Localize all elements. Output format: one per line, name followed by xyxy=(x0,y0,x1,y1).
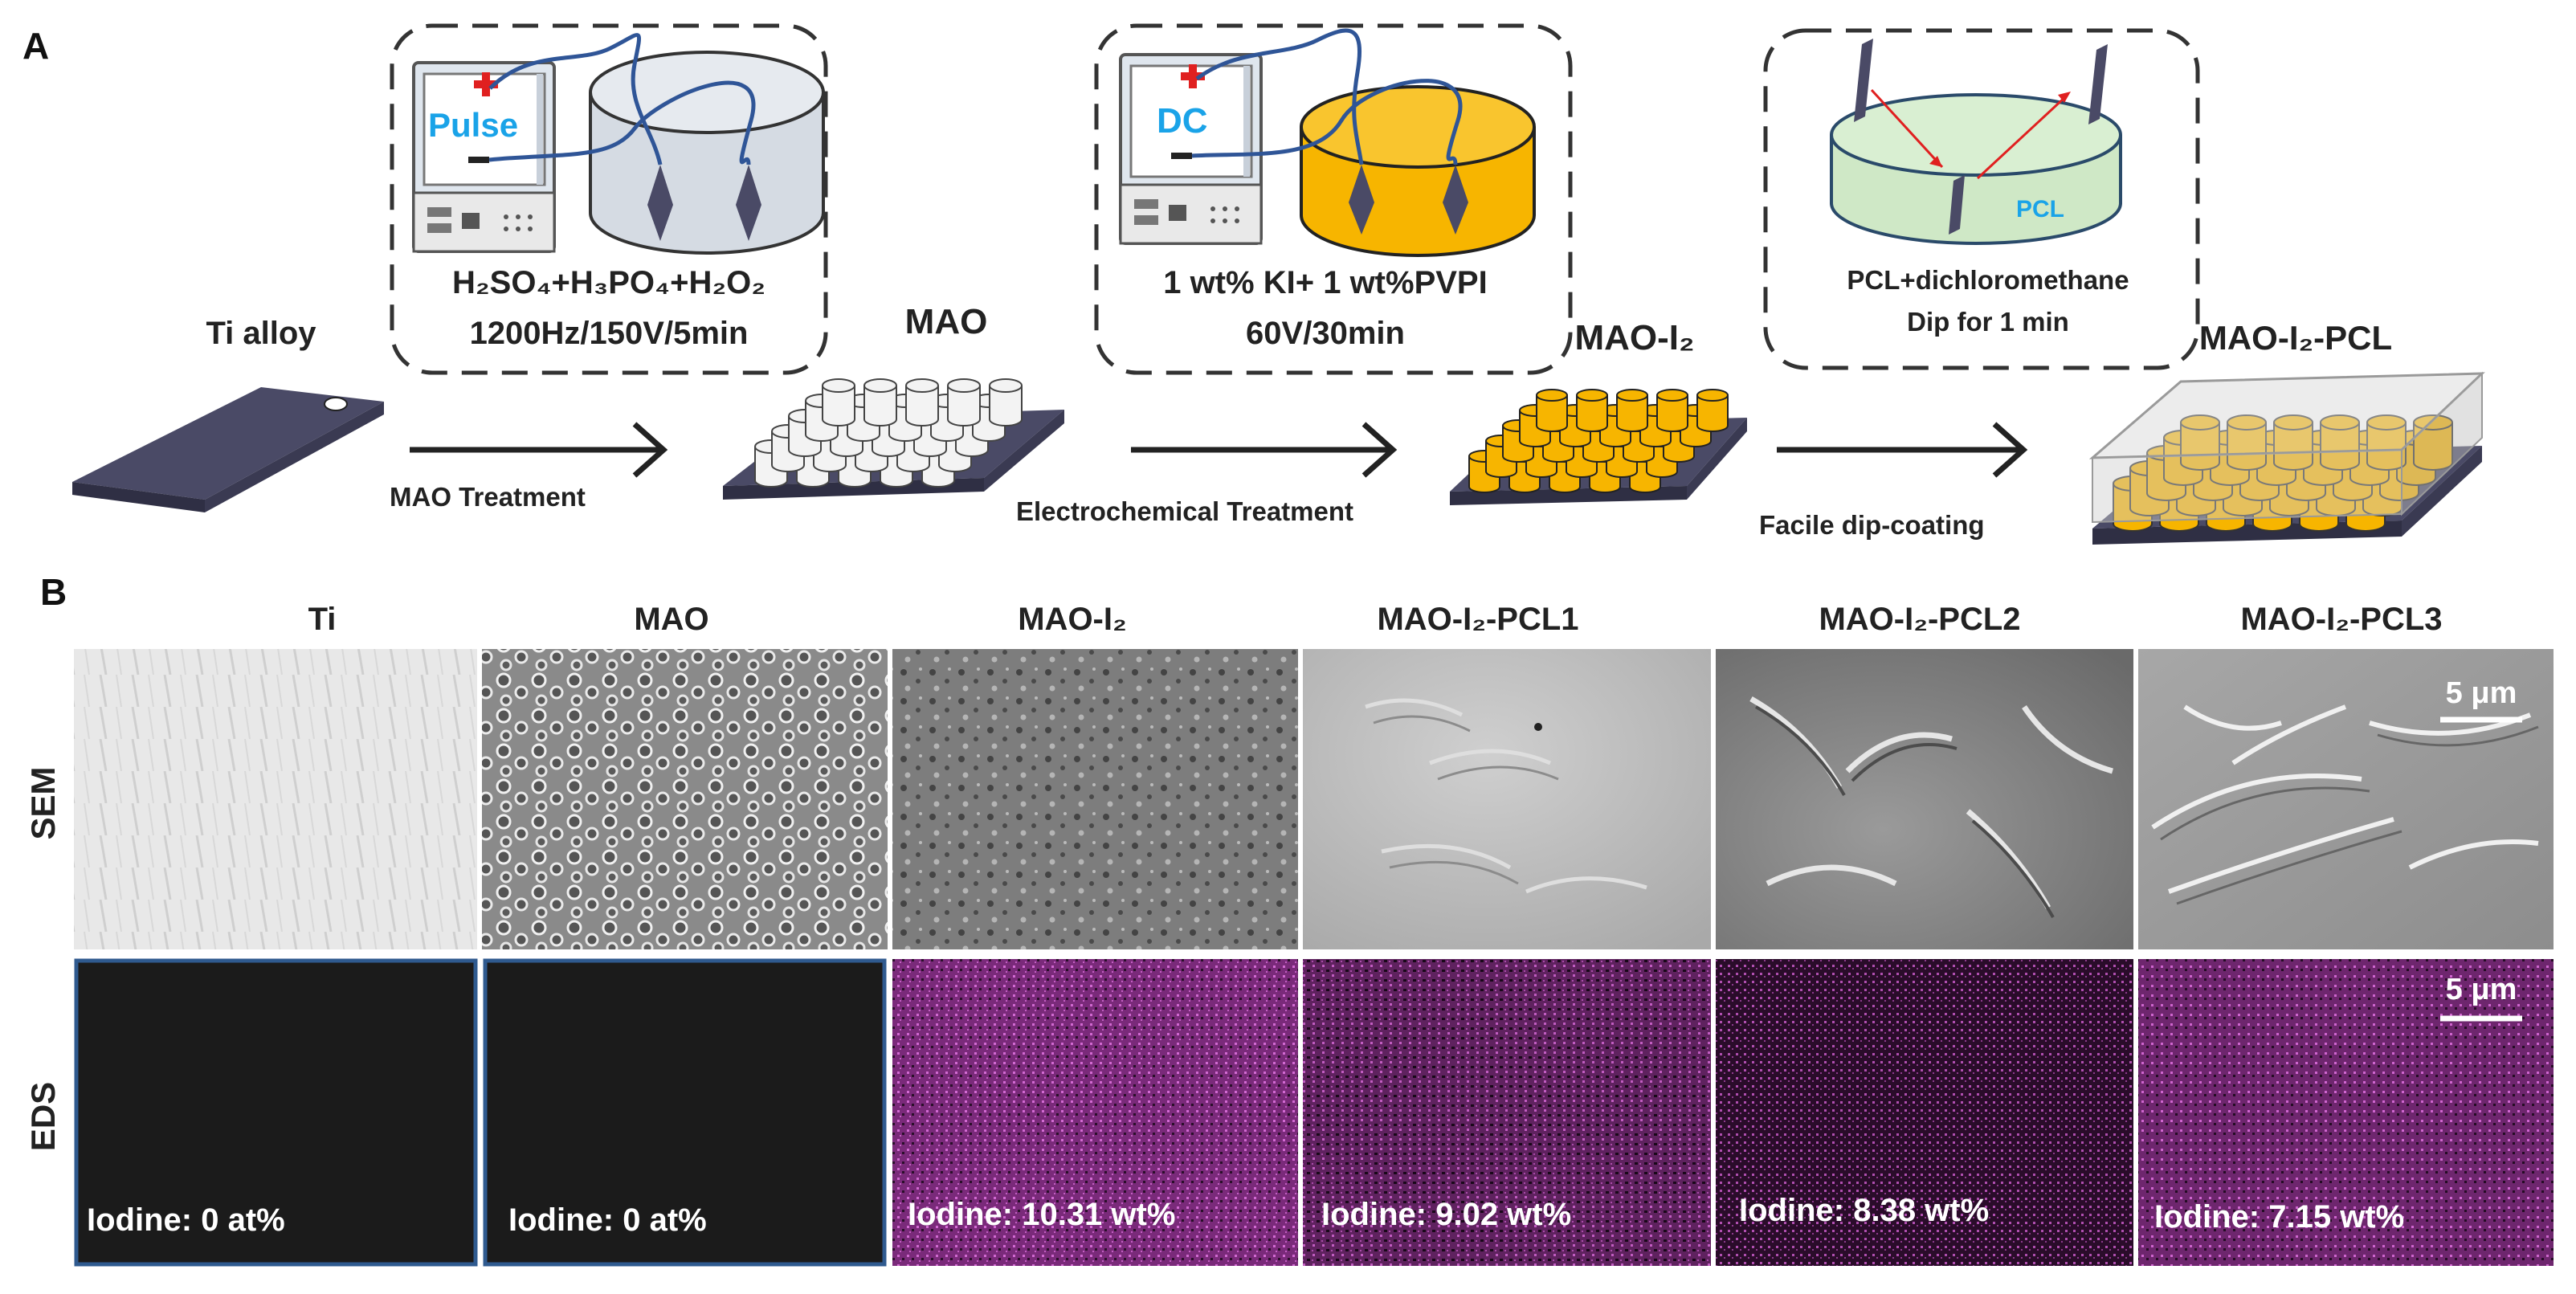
stage-label-ti: Ti alloy xyxy=(206,316,316,351)
gold-pillar xyxy=(1536,389,1568,432)
pcl-bath xyxy=(1830,39,2122,245)
wire-positive-1 xyxy=(488,33,663,165)
eds-map-mao xyxy=(483,958,887,1267)
sem-image-ti xyxy=(74,649,477,949)
eds-map-mao-i2-pcl3 xyxy=(2138,959,2554,1266)
gold-pillar xyxy=(1616,389,1648,432)
device-label-pulse: Pulse xyxy=(428,106,518,144)
arrow-dip-coating xyxy=(1777,422,2028,478)
step2-dashed-frame xyxy=(1094,23,1573,375)
wire-negative-1 xyxy=(488,80,756,165)
mao-pillars xyxy=(754,378,1023,488)
scale-label-eds: 5 μm xyxy=(2446,973,2517,1006)
column-title-mao-i2-pcl2: MAO-I₂-PCL2 xyxy=(1819,602,2020,637)
eds-map-mao-i2 xyxy=(892,959,1298,1266)
column-title-mao: MAO xyxy=(634,602,708,637)
bath-label-pcl: PCL xyxy=(2016,196,2064,222)
arrow-label-electrochemical: Electrochemical Treatment xyxy=(1016,496,1353,526)
device-label-dc: DC xyxy=(1157,101,1208,141)
eds-map-mao-i2-pcl1 xyxy=(1303,959,1711,1266)
panel-b-letter: B xyxy=(40,571,67,613)
step1-dashed-frame xyxy=(390,23,828,375)
column-title-ti: Ti xyxy=(308,602,337,637)
gold-pillar xyxy=(1696,389,1729,432)
step2-conditions-line1: 1 wt% KI+ 1 wt%PVPI xyxy=(1163,265,1487,300)
step3-conditions-line1: PCL+dichloromethane xyxy=(1847,265,2129,295)
step3-dashed-frame xyxy=(1763,28,2200,370)
eds-iodine-mao-i2: Iodine: 10.31 wt% xyxy=(908,1197,1175,1232)
eds-map-mao-i2-pcl2 xyxy=(1716,959,2133,1266)
step3-conditions-line2: Dip for 1 min xyxy=(1907,307,2069,337)
mao-i2-pcl-pillars xyxy=(2113,414,2453,532)
stage-label-mao-i2: MAO-I₂ xyxy=(1574,318,1694,357)
mao-i2-pillars xyxy=(1468,389,1729,493)
step1-conditions-line2: 1200Hz/150V/5min xyxy=(470,316,749,351)
mao-pillar xyxy=(989,378,1023,427)
sem-image-mao xyxy=(482,649,888,949)
column-title-mao-i2-pcl3: MAO-I₂-PCL3 xyxy=(2240,602,2442,637)
eds-iodine-ti: Iodine: 0 at% xyxy=(87,1202,285,1238)
stage-label-mao: MAO xyxy=(905,302,988,341)
mao-pillar xyxy=(947,378,981,427)
sem-image-mao-i2-pcl1 xyxy=(1303,649,1711,949)
eds-iodine-mao-i2-pcl2: Iodine: 8.38 wt% xyxy=(1739,1193,1989,1228)
pcl-coating-layer xyxy=(2088,371,2485,524)
mao-pillar xyxy=(822,378,855,427)
column-title-mao-i2-pcl1: MAO-I₂-PCL1 xyxy=(1377,602,1578,637)
mao-pillar xyxy=(905,378,939,427)
column-title-mao-i2: MAO-I₂ xyxy=(1018,602,1127,637)
panel-a-letter: A xyxy=(22,25,49,67)
dc-power-supply xyxy=(1119,53,1263,245)
electrolyte-bath-1 xyxy=(589,51,825,255)
gold-pillar xyxy=(1576,389,1608,432)
pulse-power-supply xyxy=(412,61,556,253)
sem-image-mao-i2-pcl2 xyxy=(1716,649,2133,949)
row-label-sem: SEM xyxy=(24,766,62,839)
sem-image-mao-i2-pcl3 xyxy=(2138,649,2554,949)
arrow-label-dip-coating: Facile dip-coating xyxy=(1759,510,1985,540)
ti-alloy-plate xyxy=(72,387,384,512)
wire-positive-2 xyxy=(1195,28,1364,165)
step1-conditions-line1: H₂SO₄+H₃PO₄+H₂O₂ xyxy=(452,265,765,300)
gold-pillar xyxy=(1656,389,1688,432)
step2-conditions-line2: 60V/30min xyxy=(1246,316,1405,351)
mao-pillar xyxy=(863,378,897,427)
scale-label-sem: 5 μm xyxy=(2446,676,2517,710)
arrow-label-mao-treatment: MAO Treatment xyxy=(390,482,586,512)
eds-iodine-mao: Iodine: 0 at% xyxy=(508,1202,707,1238)
electrolyte-bath-2 xyxy=(1300,85,1536,257)
eds-iodine-mao-i2-pcl1: Iodine: 9.02 wt% xyxy=(1321,1197,1571,1232)
stage-label-mao-i2-pcl: MAO-I₂-PCL xyxy=(2199,319,2392,357)
sem-image-mao-i2 xyxy=(892,649,1298,949)
arrow-mao-treatment xyxy=(410,422,668,478)
eds-map-ti xyxy=(74,958,478,1267)
arrow-electrochemical-treatment xyxy=(1131,422,1398,478)
eds-iodine-mao-i2-pcl3: Iodine: 7.15 wt% xyxy=(2154,1199,2404,1235)
row-label-eds: EDS xyxy=(24,1082,62,1151)
wire-negative-2 xyxy=(1191,79,1463,165)
